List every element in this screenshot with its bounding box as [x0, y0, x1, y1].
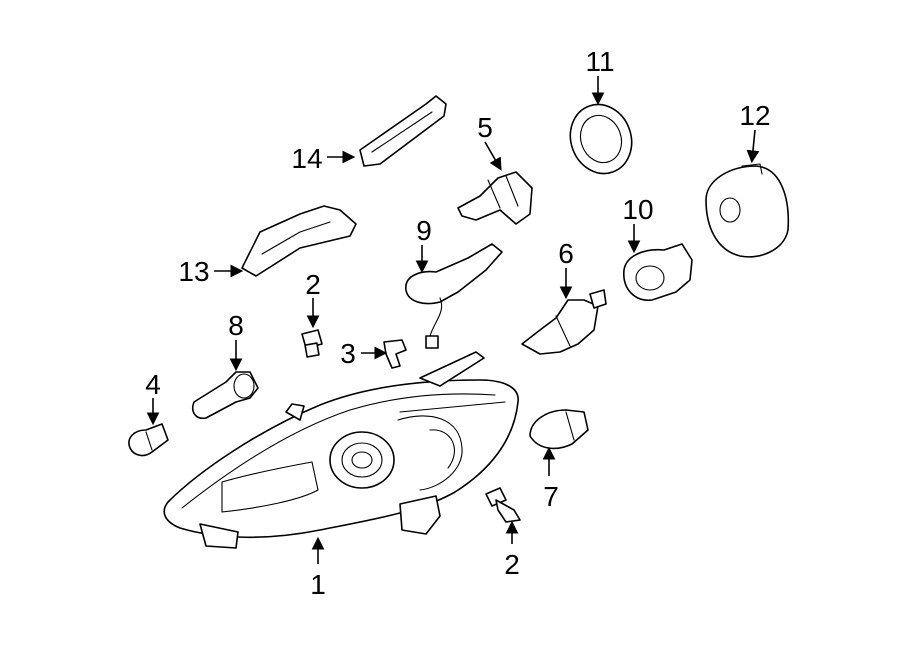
callout-13: 13	[178, 256, 209, 287]
bracket-13	[241, 205, 357, 277]
callout-6: 6	[558, 238, 574, 269]
bulb-5	[457, 171, 533, 225]
callout-12: 12	[739, 100, 770, 131]
seal-ring-11	[569, 103, 633, 175]
bulb-7	[529, 409, 589, 450]
lens-cover-12	[705, 163, 790, 258]
callout-9: 9	[416, 215, 432, 246]
callout-arrows	[146, 76, 760, 564]
cap-10	[623, 243, 693, 301]
callout-1: 1	[310, 569, 326, 600]
callout-10: 10	[622, 194, 653, 225]
callout-5: 5	[477, 112, 493, 143]
callout-labels: 1 2 2 3 4 5 6 7 8 9 10 11 12 13 14	[145, 46, 770, 600]
callout-11: 11	[585, 46, 614, 77]
callout-14: 14	[291, 143, 322, 174]
headlamp-assembly	[163, 351, 519, 549]
bulb-socket-8	[191, 371, 259, 420]
socket-9	[405, 243, 503, 349]
bolt-upper	[301, 329, 323, 358]
callout-3: 3	[340, 338, 356, 369]
small-bulb	[128, 423, 169, 457]
callout-2-upper: 2	[305, 269, 321, 300]
bracket-14	[359, 95, 447, 167]
callout-4: 4	[145, 369, 161, 400]
callout-7: 7	[543, 481, 559, 512]
clip	[383, 339, 407, 369]
callout-8: 8	[228, 310, 244, 341]
bulb-6	[521, 289, 607, 355]
bolt-lower	[485, 487, 521, 523]
callout-2-lower: 2	[504, 549, 520, 580]
